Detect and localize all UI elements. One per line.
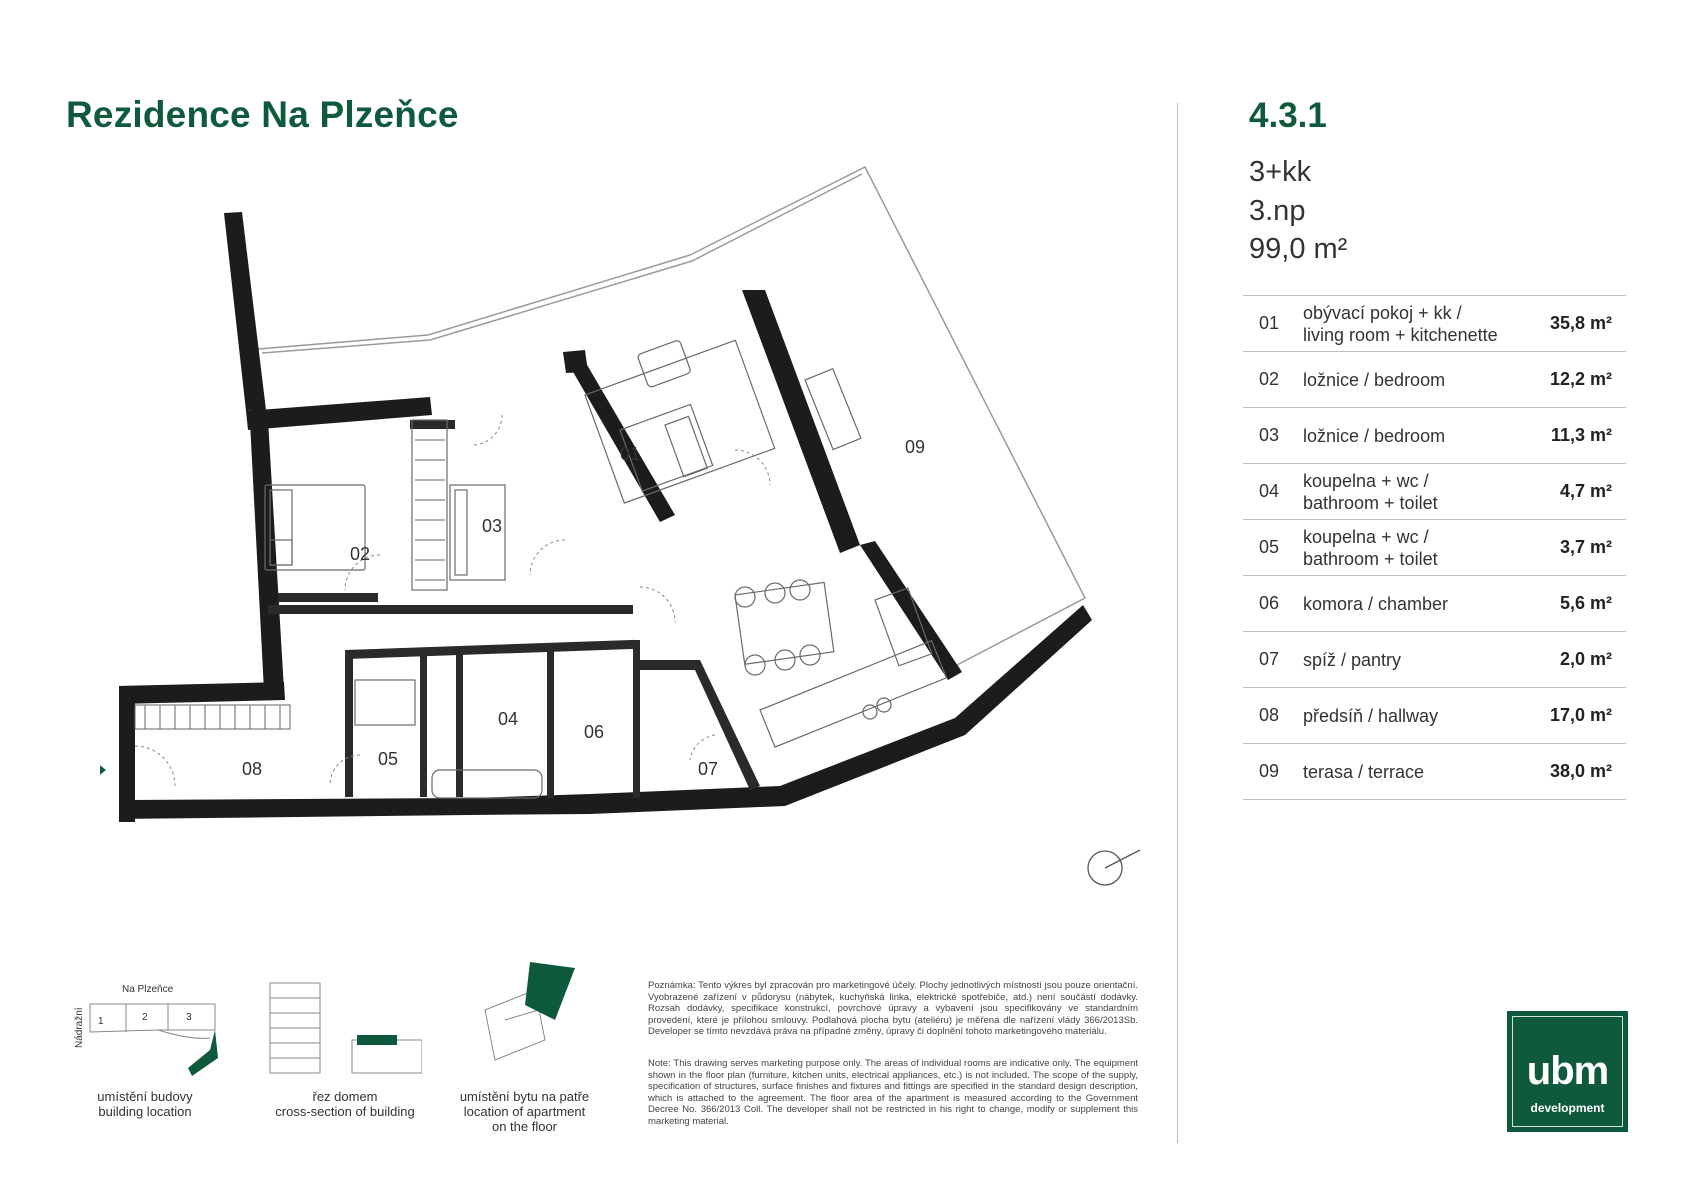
room-area: 38,0 m²: [1549, 761, 1612, 781]
room-name: předsíň / hallway: [1303, 705, 1439, 726]
room-table: 01 obývací pokoj + kk / living room + kit…: [1243, 295, 1626, 800]
caption-building-location: umístění budovy building location: [97, 1089, 193, 1119]
plan-label-05: 05: [378, 749, 398, 769]
caption-apartment-location: umístění bytu na patře location of apart…: [459, 1089, 590, 1134]
room-area: 4,7 m²: [1559, 481, 1612, 501]
plan-label-09: 09: [905, 437, 925, 457]
plan-label-06: 06: [584, 722, 604, 742]
unit-code: 4.3.1: [1249, 96, 1327, 135]
ubm-logo: ubm development: [1507, 1011, 1628, 1132]
plan-label-01: 01: [620, 444, 640, 464]
note-czech: Poznámka: Tento výkres byl zpracován pro…: [648, 980, 1138, 1037]
room-name: terasa / terrace: [1303, 761, 1425, 782]
room-row: 01 obývací pokoj + kk / living room + kit…: [1243, 295, 1626, 351]
plan-label-02: 02: [350, 544, 370, 564]
block-2: 2: [142, 1012, 148, 1023]
caption-cross-section: řez domem cross-section of building: [275, 1089, 415, 1119]
logo-mark: ubm: [1526, 1049, 1609, 1093]
building-location-map: Na Plzeňce Nádražní 1 2 3 4: [74, 984, 218, 1076]
plan-label-07: 07: [698, 759, 718, 779]
street-label-top: Na Plzeňce: [122, 984, 174, 995]
room-area: 17,0 m²: [1549, 705, 1612, 725]
room-name: spíž / pantry: [1303, 649, 1402, 670]
room-row: 06 komora / chamber 5,6 m²: [1243, 575, 1626, 631]
block-3: 3: [186, 1012, 192, 1023]
room-area: 2,0 m²: [1559, 649, 1612, 669]
room-number: 08: [1259, 705, 1280, 725]
room-name: koupelna + wc / bathroom + toilet: [1303, 526, 1438, 569]
room-row: 07 spíž / pantry 2,0 m²: [1243, 631, 1626, 687]
room-row: 03 ložnice / bedroom 11,3 m²: [1243, 407, 1626, 463]
room-name: obývací pokoj + kk / living room + kitch…: [1303, 302, 1498, 345]
room-row: 04 koupelna + wc / bathroom + toilet 4,7 m…: [1243, 463, 1626, 519]
plan-label-08: 08: [242, 759, 262, 779]
note-english: Note: This drawing serves marketing purp…: [648, 1058, 1138, 1127]
floor-location-map: [484, 962, 575, 1061]
room-name: ložnice / bedroom: [1303, 425, 1446, 446]
room-area: 3,7 m²: [1559, 537, 1612, 557]
room-number: 05: [1259, 537, 1280, 557]
room-number: 03: [1259, 425, 1280, 445]
room-area: 11,3 m²: [1550, 425, 1612, 445]
room-number: 06: [1259, 593, 1280, 613]
room-number: 02: [1259, 369, 1280, 389]
entrance-arrow-icon: [100, 765, 106, 775]
plan-label-04: 04: [498, 709, 518, 729]
room-labels: 01 02 03 04 05 06 07 08 09: [242, 437, 925, 779]
logo-sub: development: [1530, 1101, 1605, 1115]
room-row: 05 koupelna + wc / bathroom + toilet 3,7 m…: [1243, 519, 1626, 575]
room-row: 08 předsíň / hallway 17,0 m²: [1243, 687, 1626, 743]
room-row: 02 ložnice / bedroom 12,2 m²: [1243, 351, 1626, 407]
highlighted-apartment-icon: [525, 962, 575, 1020]
unit-layout: 3+kk: [1249, 156, 1312, 188]
room-number: 01: [1259, 313, 1280, 333]
north-arrow-icon: [1087, 849, 1141, 886]
outer-walls: [119, 212, 1092, 822]
vertical-divider: [1177, 103, 1178, 1143]
room-row: 09 terasa / terrace 38,0 m²: [1243, 743, 1626, 800]
interior-walls: [268, 420, 760, 798]
room-name: koupelna + wc / bathroom + toilet: [1303, 470, 1438, 513]
room-number: 09: [1259, 761, 1280, 781]
plan-label-03: 03: [482, 516, 502, 536]
room-area: 5,6 m²: [1559, 593, 1612, 613]
room-name: komora / chamber: [1303, 593, 1449, 614]
unit-area: 99,0 m²: [1249, 233, 1348, 265]
page-title: Rezidence Na Plzeňce: [66, 94, 459, 135]
furniture: [264, 339, 948, 799]
room-name: ložnice / bedroom: [1303, 369, 1446, 390]
block-4: 4: [196, 1046, 201, 1056]
room-area: 35,8 m²: [1549, 313, 1612, 333]
block-1: 1: [98, 1016, 104, 1027]
doors: [134, 414, 771, 787]
wardrobe-hatch: [134, 439, 445, 730]
room-number: 04: [1259, 481, 1280, 501]
room-number: 07: [1259, 649, 1280, 669]
cross-section-diagram: [269, 982, 422, 1074]
highlighted-floor-icon: [357, 1035, 397, 1045]
street-label-side: Nádražní: [74, 1007, 85, 1048]
floor-plan: 01 02 03 04 05 06 07 08 09 0 2 m: [100, 165, 1141, 886]
room-area: 12,2 m²: [1549, 369, 1612, 389]
unit-floor: 3.np: [1249, 195, 1306, 227]
highlighted-block-icon: [188, 1030, 218, 1076]
